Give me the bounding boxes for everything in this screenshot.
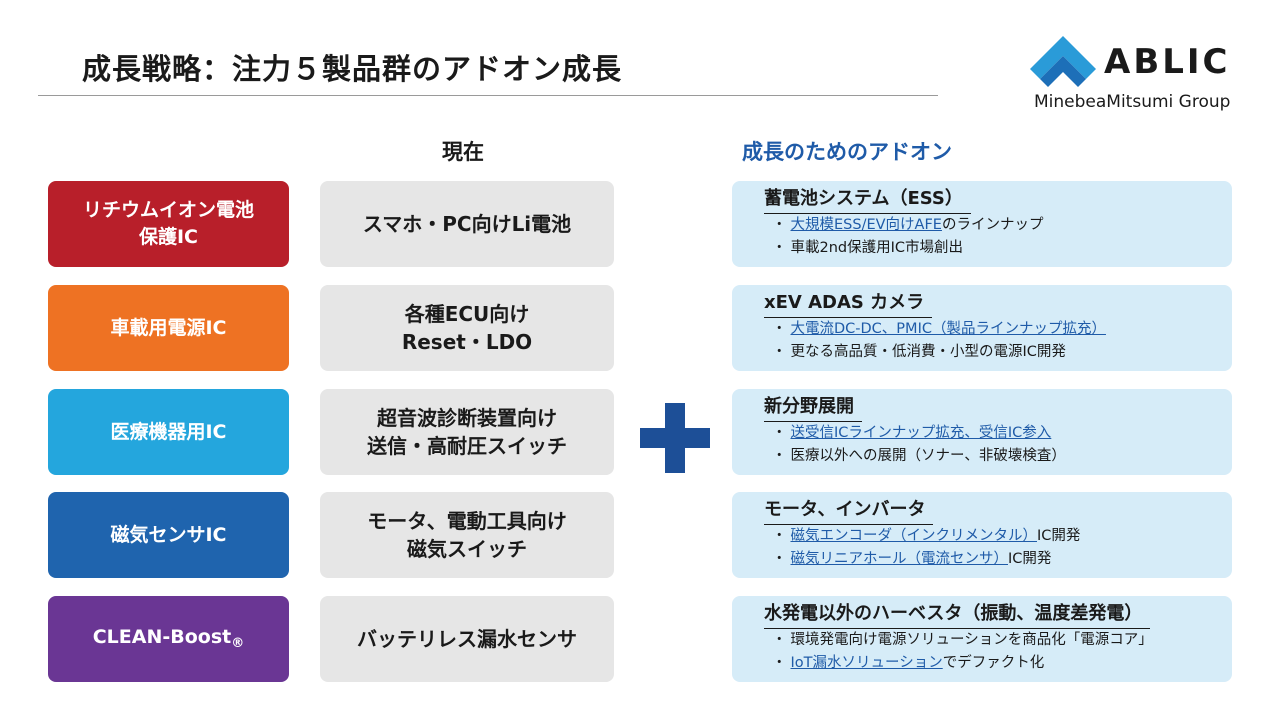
category-clean-boost: CLEAN-Boost® [48,596,289,682]
bullet: ・ [772,217,787,233]
addon-text: 環境発電向け電源ソリューションを商品化「電源コア」 [790,632,1153,648]
bullet: ・ [772,448,787,464]
current-medical: 超音波診断装置向け 送信・高耐圧スイッチ [320,389,614,475]
addon-item: ・大規模ESS/EV向けAFEのラインナップ [772,214,1232,237]
addon-medical: 新分野展開 ・送受信ICラインナップ拡充、受信IC参入 ・医療以外への展開（ソナ… [732,389,1232,475]
addon-link[interactable]: 磁気リニアホール（電流センサ） [790,551,1009,567]
current-clean-boost: バッテリレス漏水センサ [320,596,614,682]
addon-item: ・環境発電向け電源ソリューションを商品化「電源コア」 [772,629,1232,652]
addon-link[interactable]: 送受信ICラインナップ拡充、受信IC参入 [790,425,1052,441]
category-name: CLEAN-Boost [92,626,232,649]
title-divider [38,95,938,96]
addon-magnetic: モータ、インバータ ・磁気エンコーダ（インクリメンタル）IC開発 ・磁気リニアホ… [732,492,1232,578]
addon-item: ・IoT漏水ソリューションでデファクト化 [772,652,1232,675]
addon-text: でデファクト化 [942,655,1045,671]
addon-automotive: xEV ADAS カメラ ・大電流DC-DC、PMIC（製品ラインナップ拡充） … [732,285,1232,371]
addon-item: ・車載2nd保護用IC市場創出 [772,237,1232,260]
addon-item: ・医療以外への展開（ソナー、非破壊検査） [772,445,1232,468]
addon-item: ・磁気リニアホール（電流センサ）IC開発 [772,548,1232,571]
addon-text: 車載2nd保護用IC市場創出 [790,240,964,256]
bullet: ・ [772,632,787,648]
bullet: ・ [772,528,787,544]
current-magnetic: モータ、電動工具向け 磁気スイッチ [320,492,614,578]
addon-text: 医療以外への展開（ソナー、非破壊検査） [790,448,1066,464]
addon-text: IC開発 [1037,528,1081,544]
addon-header: 成長のためのアドオン [742,140,952,164]
logo-name: ABLIC [1104,42,1231,82]
addon-link[interactable]: IoT漏水ソリューション [790,655,943,671]
plus-icon [640,403,710,473]
bullet: ・ [772,551,787,567]
category-li-ion: リチウムイオン電池 保護IC [48,181,289,267]
current-li-ion: スマホ・PC向けLi電池 [320,181,614,267]
addon-item: ・磁気エンコーダ（インクリメンタル）IC開発 [772,525,1232,548]
page-title: 成長戦略：注力５製品群のアドオン成長 [82,52,623,86]
addon-link[interactable]: 磁気エンコーダ（インクリメンタル） [790,528,1038,544]
addon-title: 新分野展開 [764,393,862,422]
addon-title: 蓄電池システム（ESS） [764,185,971,214]
ablic-mark-icon [1030,36,1096,87]
addon-item: ・大電流DC-DC、PMIC（製品ラインナップ拡充） [772,318,1232,341]
current-header: 現在 [442,140,484,164]
addon-text: IC開発 [1008,551,1052,567]
bullet: ・ [772,655,787,671]
addon-title: xEV ADAS カメラ [764,289,933,318]
addon-title: 水発電以外のハーベスタ（振動、温度差発電） [764,600,1151,629]
addon-text: 更なる高品質・低消費・小型の電源IC開発 [790,344,1066,360]
addon-link[interactable]: 大規模ESS/EV向けAFE [790,217,942,233]
bullet: ・ [772,425,787,441]
addon-li-ion: 蓄電池システム（ESS） ・大規模ESS/EV向けAFEのラインナップ ・車載2… [732,181,1232,267]
category-automotive: 車載用電源IC [48,285,289,371]
addon-title: モータ、インバータ [764,496,934,525]
addon-text: のラインナップ [941,217,1044,233]
category-medical: 医療機器用IC [48,389,289,475]
category-magnetic: 磁気センサIC [48,492,289,578]
addon-clean-boost: 水発電以外のハーベスタ（振動、温度差発電） ・環境発電向け電源ソリューションを商… [732,596,1232,682]
bullet: ・ [772,321,787,337]
bullet: ・ [772,240,787,256]
addon-link[interactable]: 大電流DC-DC、PMIC（製品ラインナップ拡充） [790,321,1106,337]
current-automotive: 各種ECU向け Reset・LDO [320,285,614,371]
logo-group: MinebeaMitsumi Group [1034,92,1231,112]
company-logo: ABLIC MinebeaMitsumi Group [1030,34,1245,118]
addon-item: ・送受信ICラインナップ拡充、受信IC参入 [772,422,1232,445]
addon-item: ・更なる高品質・低消費・小型の電源IC開発 [772,341,1232,364]
bullet: ・ [772,344,787,360]
registered-mark: ® [231,636,245,652]
